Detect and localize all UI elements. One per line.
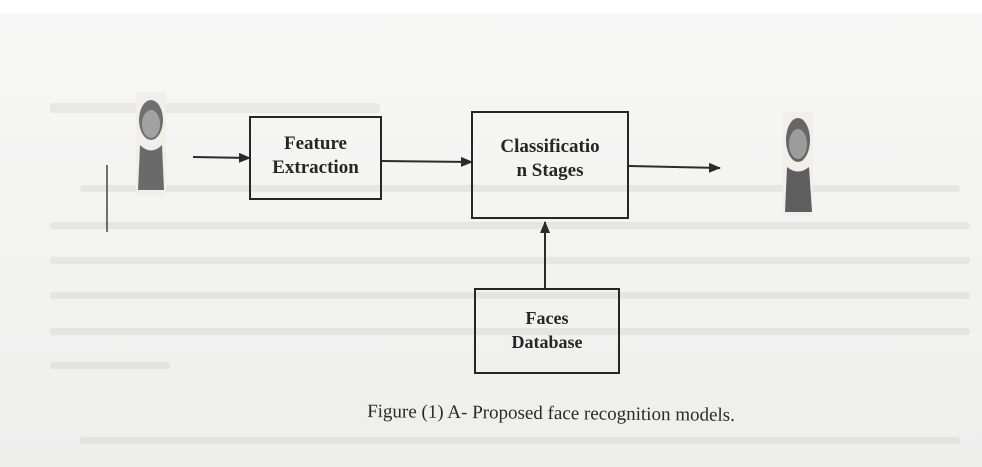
arrow-classification-to-output (627, 162, 721, 173)
label-classification-stages: Classificatio n Stages (500, 136, 600, 181)
label-feature-extraction: Feature Extraction (272, 133, 359, 178)
box-faces-database (474, 288, 620, 374)
page-top-margin (0, 0, 982, 14)
faint-background-text (50, 103, 970, 444)
box-feature-extraction (249, 116, 382, 200)
label-faces-database: Faces Database (511, 308, 583, 352)
arrow-input-to-feature (192, 152, 251, 163)
box-classification-stages (471, 111, 629, 219)
arrow-feature-to-classification (380, 156, 473, 167)
output-face-icon (783, 112, 813, 216)
input-face-icon (106, 92, 166, 232)
